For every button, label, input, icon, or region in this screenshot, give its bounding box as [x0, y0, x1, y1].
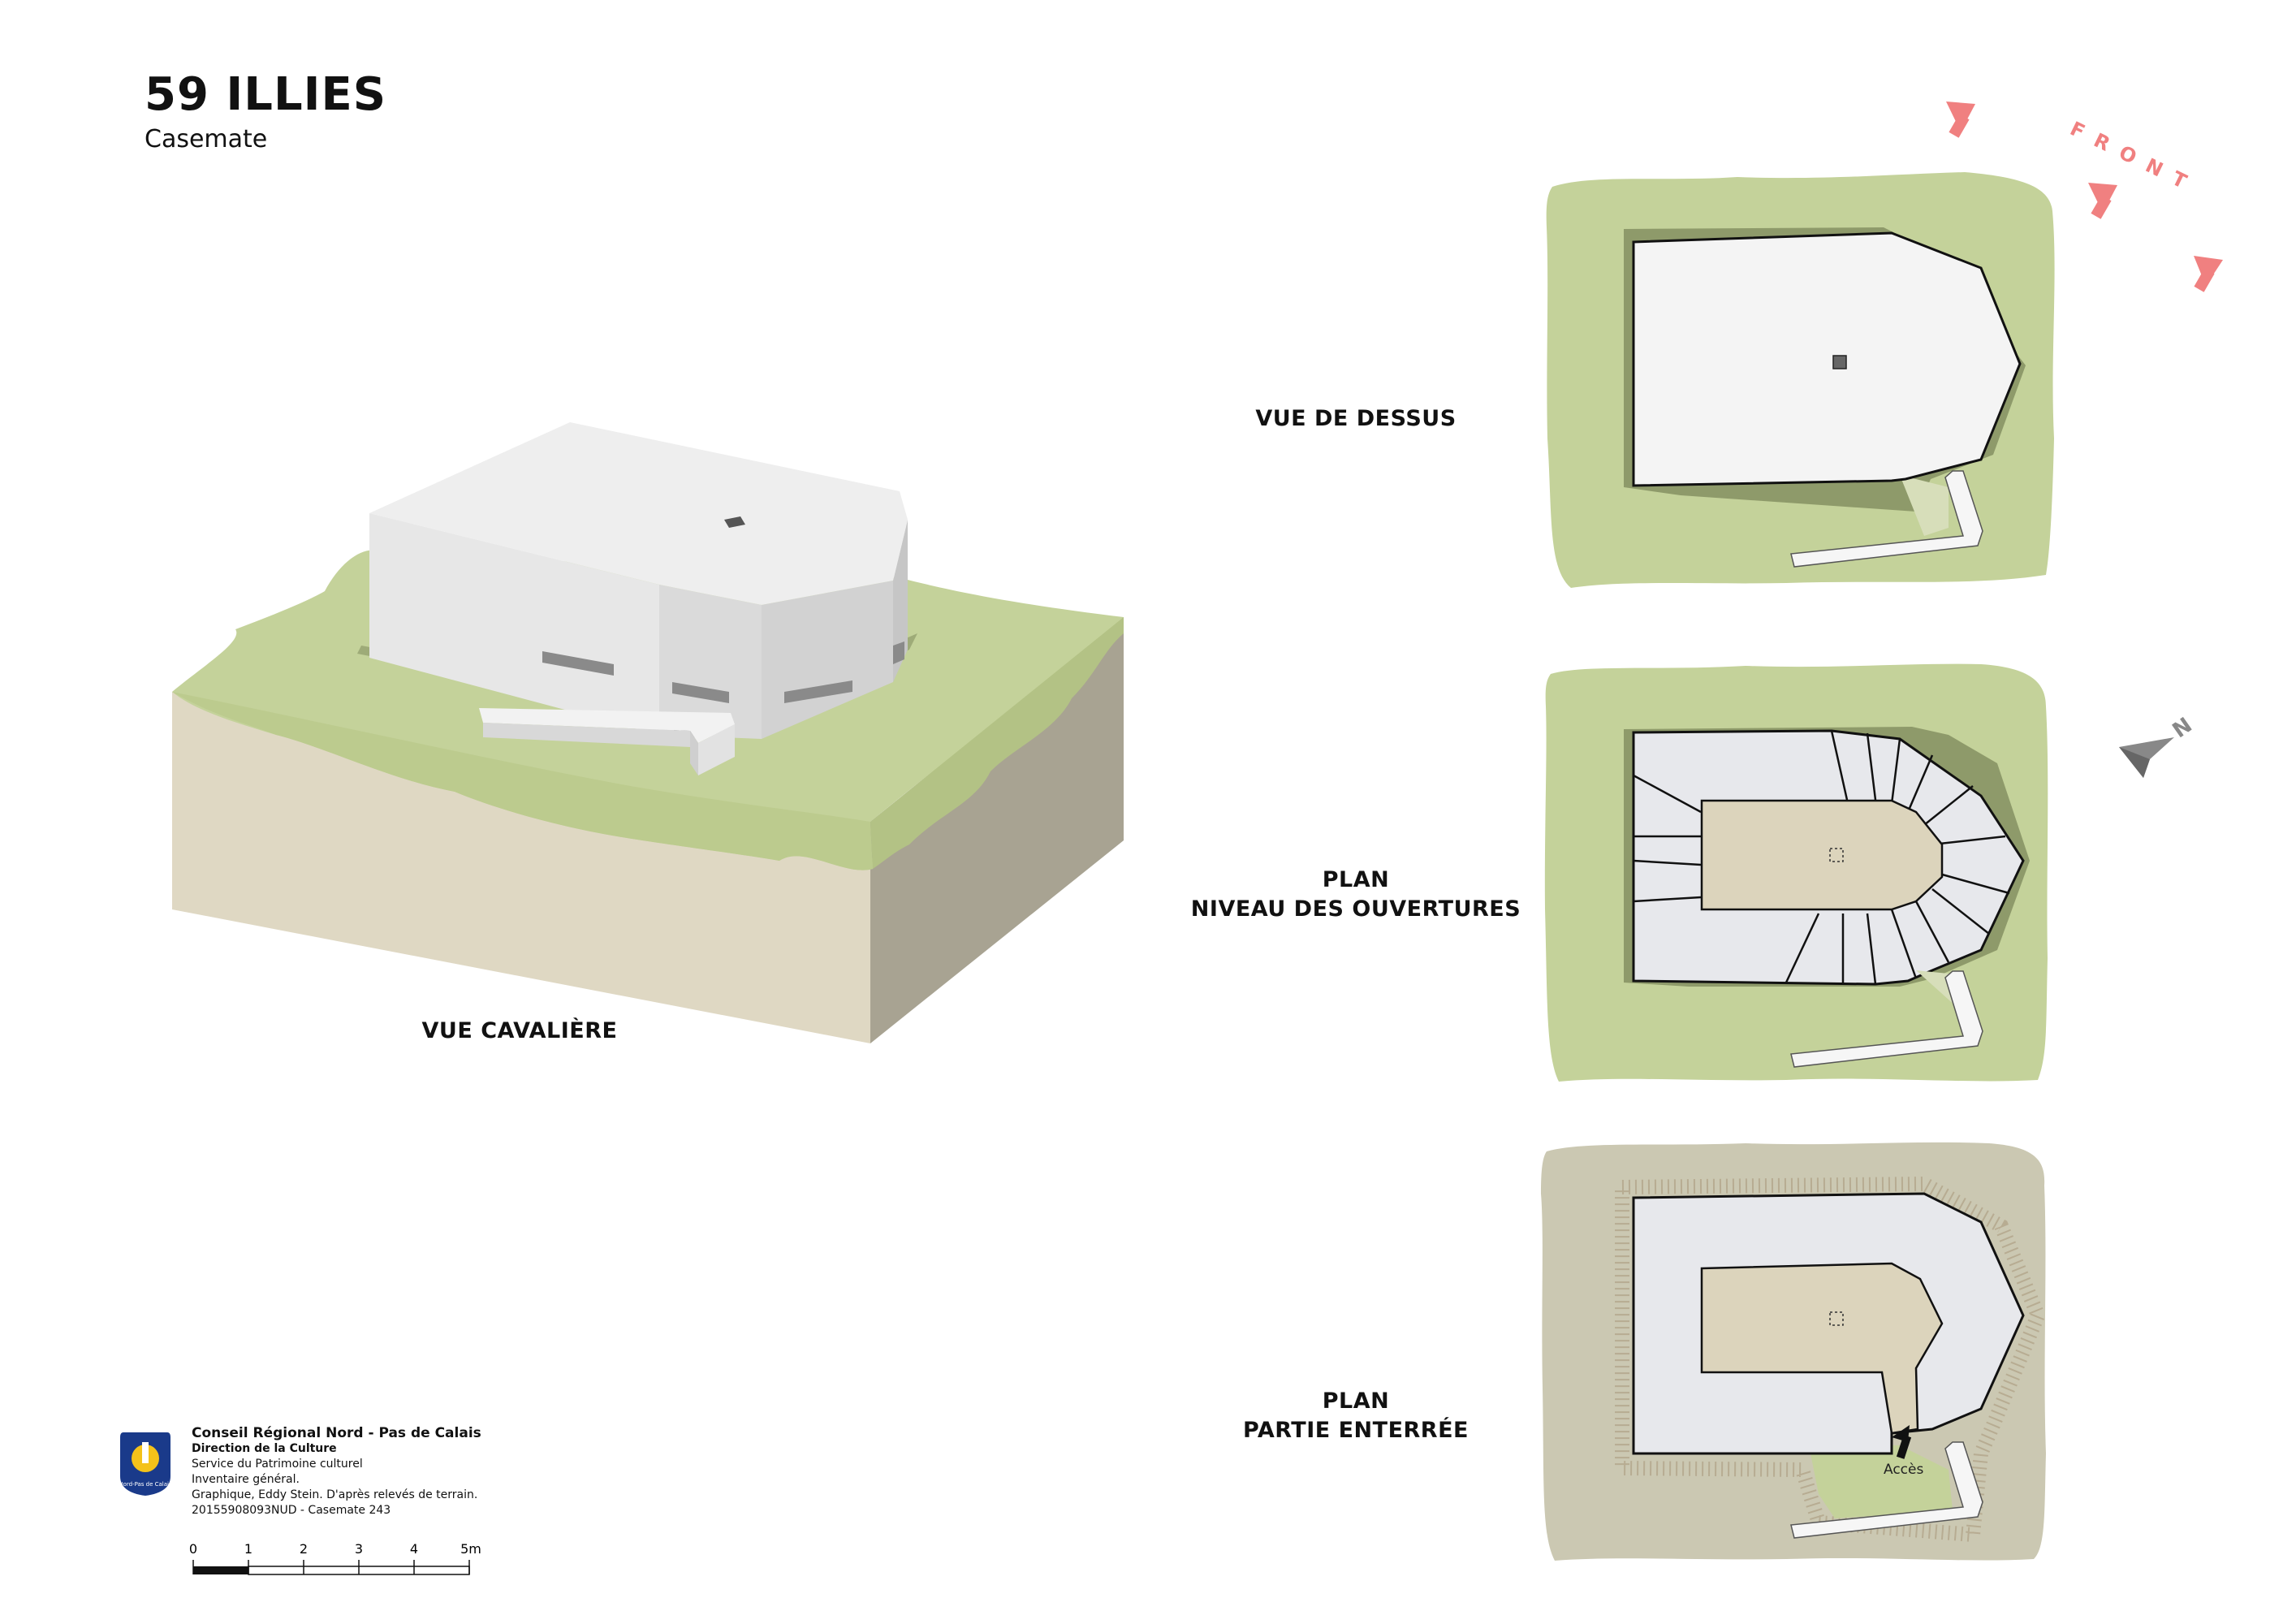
access-wall	[1790, 1441, 1983, 1539]
plan-buried: Accès	[1541, 1142, 2046, 1561]
interior-room	[1700, 799, 1944, 911]
access-wall	[1790, 970, 1983, 1068]
embrasure-1	[542, 651, 614, 676]
scale-tick-2: 2	[300, 1541, 308, 1557]
scale-tick-3: 3	[355, 1541, 363, 1557]
page-subtitle: Casemate	[145, 125, 268, 153]
grass-patch	[1809, 1445, 1953, 1518]
credits-line3: Service du Patrimoine culturel	[192, 1458, 363, 1471]
gravel-border	[1615, 1176, 2046, 1543]
bunker-roof	[369, 422, 908, 605]
scale-tick-5: 5m	[460, 1541, 481, 1557]
roof-hatch-dashed	[1829, 1311, 1844, 1326]
roof-hatch	[1832, 355, 1847, 369]
plan-buried-line1: PLAN	[1322, 1389, 1390, 1414]
page-title: 59 ILLIES	[145, 68, 387, 121]
view-label-plan-openings: PLAN NIVEAU DES OUVERTURES	[1169, 866, 1543, 924]
access-wall-arm	[698, 724, 735, 775]
embrasure-partitions	[1633, 730, 2010, 985]
access-wall-arm-front	[690, 731, 698, 775]
plan-openings-line1: PLAN	[1322, 867, 1390, 892]
view-label-dessus: VUE DE DESSUS	[1255, 406, 1457, 431]
roof-hatch	[724, 516, 745, 528]
credits-line1: Conseil Régional Nord - Pas de Calais	[192, 1425, 481, 1441]
scale-tick-0: 0	[189, 1541, 197, 1557]
front-indicator: FRONT	[1946, 102, 2223, 292]
cavalier-view	[172, 422, 1124, 1043]
bunker-front-wall	[659, 585, 762, 739]
plan-openings-line2: NIVEAU DES OUVERTURES	[1190, 896, 1521, 922]
roof-hatch-dashed	[1829, 848, 1844, 862]
bunker-left-wall	[369, 513, 659, 735]
view-label-cavaliere: VUE CAVALIÈRE	[421, 1018, 618, 1043]
bunker-side-wall-2	[893, 520, 908, 682]
plan-buried-line2: PARTIE ENTERRÉE	[1243, 1418, 1469, 1443]
credits-line4: Inventaire général.	[192, 1473, 300, 1486]
north-arrow-icon	[2119, 737, 2174, 778]
soil-front	[172, 692, 870, 1043]
credits-line6: 20155908093NUD - Casemate 243	[192, 1504, 391, 1517]
access-wall	[1790, 470, 1983, 568]
grass-edge-front	[172, 692, 873, 870]
access-wall-front	[483, 723, 690, 747]
grass-edge-side	[870, 617, 1124, 869]
top-view	[1546, 172, 2055, 588]
approach-shadow	[1900, 475, 1949, 536]
embrasure-4	[893, 641, 904, 664]
view-label-plan-buried: PLAN PARTIE ENTERRÉE	[1169, 1387, 1543, 1445]
bunker-roof	[1632, 231, 2022, 487]
scale-bar: 0 1 2 3 4 5m	[189, 1541, 481, 1575]
embrasure-3	[784, 680, 852, 703]
logo-text: Nord-Pas de Calais	[119, 1481, 172, 1488]
plan-openings	[1544, 663, 2048, 1082]
access-label: Accès	[1884, 1462, 1923, 1478]
front-label: FRONT	[2066, 117, 2202, 198]
credits-line2: Direction de la Culture	[192, 1442, 337, 1455]
embrasure-2	[672, 682, 729, 703]
credits-block: Conseil Régional Nord - Pas de Calais Di…	[192, 1426, 481, 1518]
north-arrow: N	[2119, 715, 2197, 778]
scale-tick-4: 4	[410, 1541, 418, 1557]
credits-line5: Graphique, Eddy Stein. D'après relevés d…	[192, 1488, 478, 1501]
access-arrow-icon	[1892, 1425, 1912, 1459]
north-label: N	[2169, 715, 2197, 743]
interior-room	[1700, 1262, 1944, 1435]
access-wall-top	[479, 708, 735, 743]
scale-tick-1: 1	[244, 1541, 252, 1557]
region-logo: Nord-Pas de Calais	[119, 1432, 172, 1496]
soil-side	[870, 617, 1124, 1043]
